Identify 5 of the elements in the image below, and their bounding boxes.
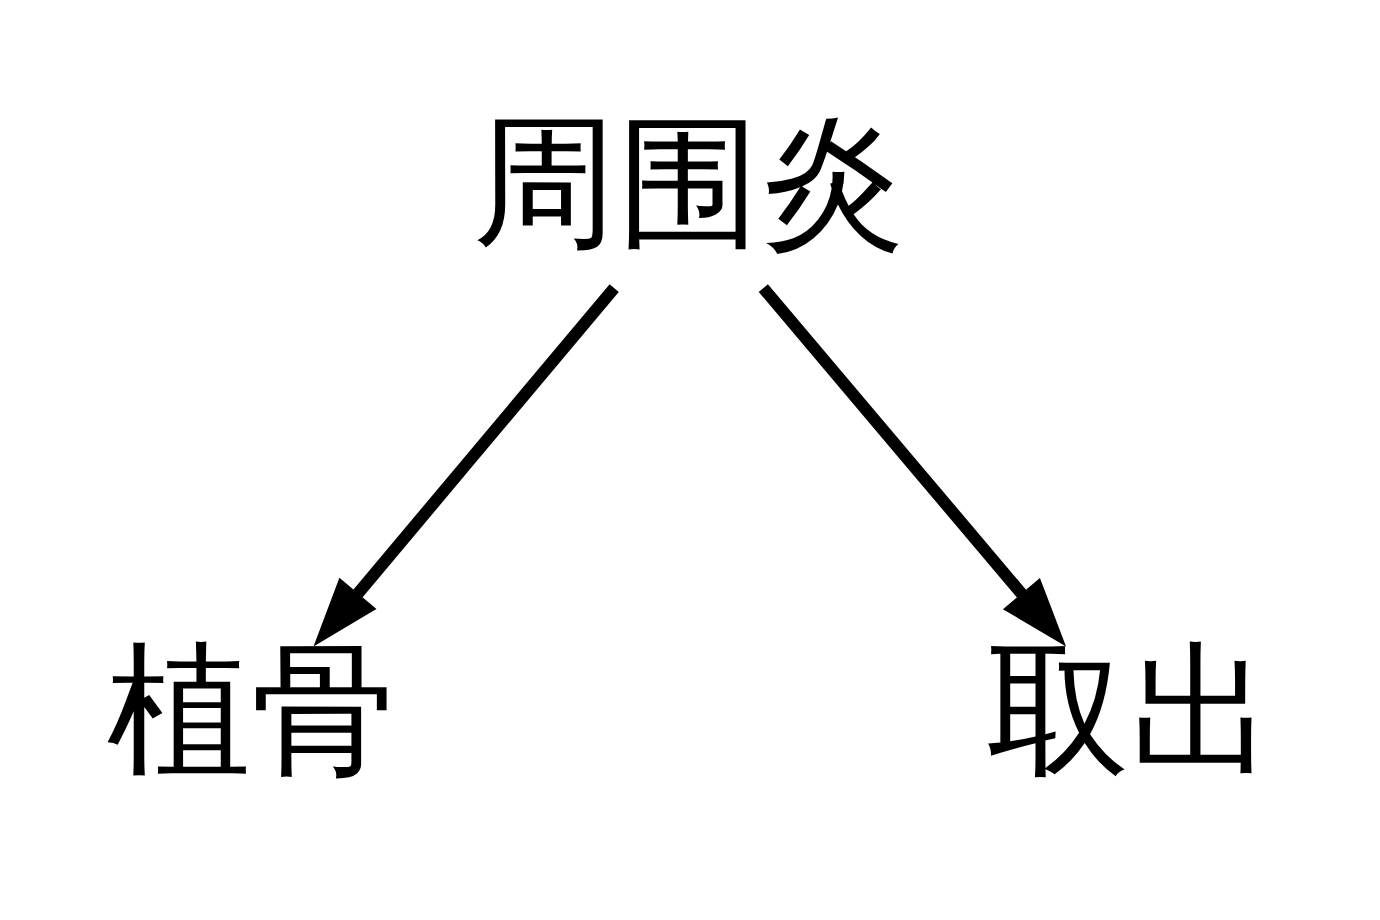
node-text: 周围炎 — [472, 97, 905, 266]
node-text: 取出 — [985, 625, 1274, 794]
node-text: 植骨 — [106, 625, 395, 794]
arrow — [758, 283, 1067, 646]
arrow — [313, 283, 619, 646]
